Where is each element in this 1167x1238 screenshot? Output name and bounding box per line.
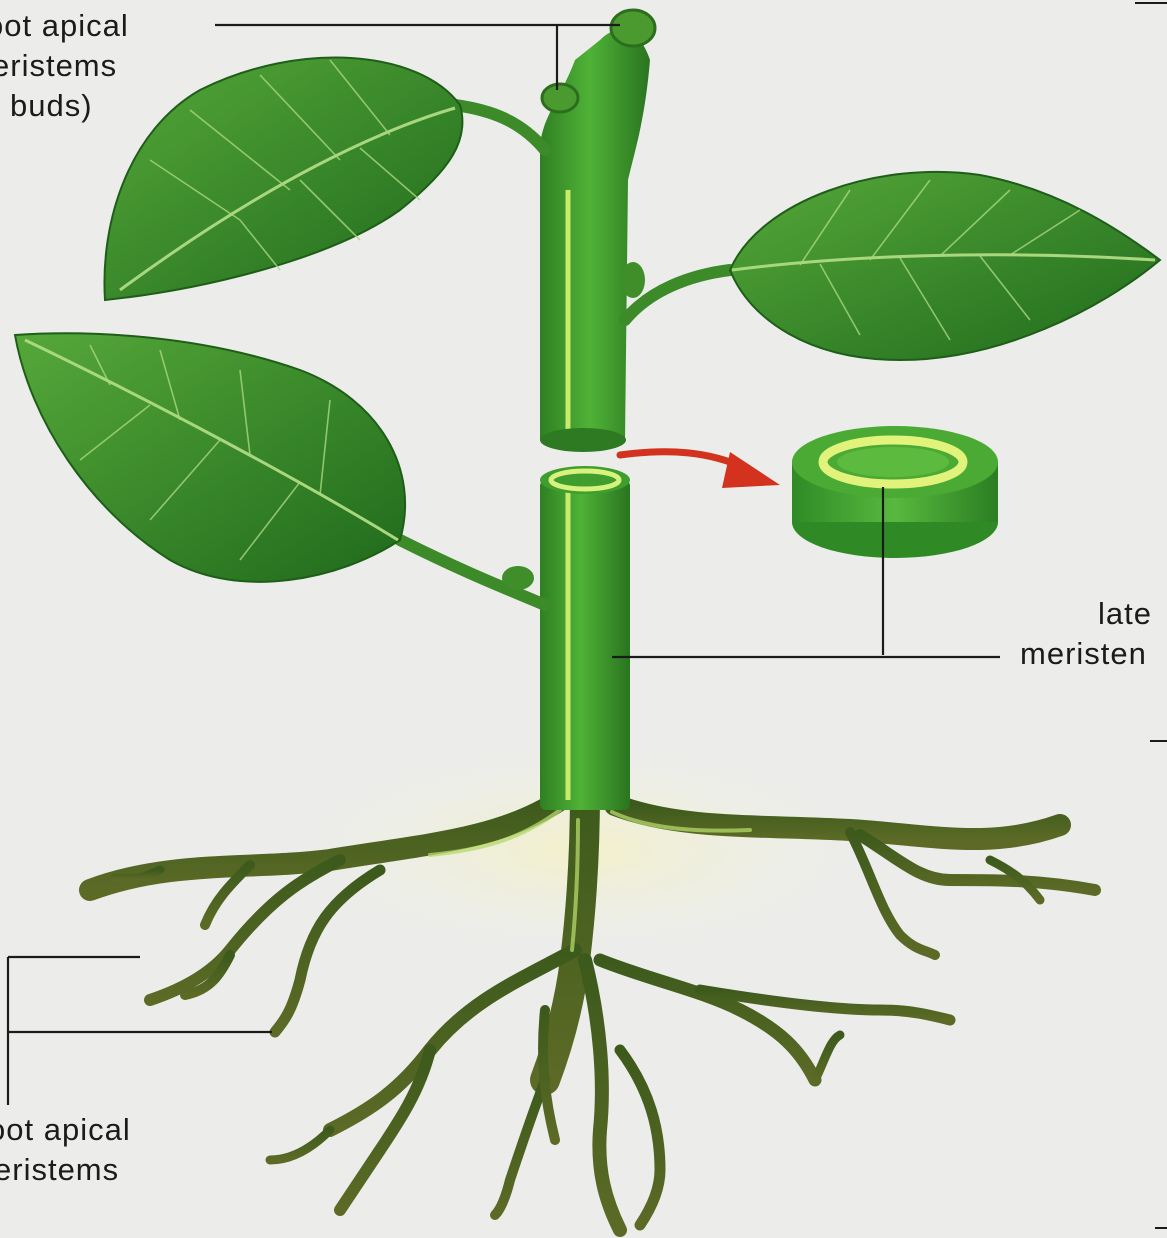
shoot-apical-meristems-label: oot apical eristems buds) — [0, 6, 129, 126]
arrow-shaft — [620, 452, 745, 468]
leader-root-apical — [8, 957, 272, 1105]
lower-stem-body — [540, 480, 630, 810]
disc-pith — [837, 447, 949, 477]
arrow-head — [722, 452, 780, 488]
root-down-right-3 — [815, 1035, 840, 1080]
root-apical-line-1: oot apical — [0, 1110, 131, 1150]
shoot-apical-bud-top — [611, 10, 655, 46]
leaf-upper-left — [104, 58, 462, 300]
shoot-apical-line-3: buds) — [0, 86, 129, 126]
shoot-apical-line-1: oot apical — [0, 6, 129, 46]
petiole-upper-left — [455, 105, 545, 150]
lower-stem — [540, 466, 630, 810]
root-apical-line-2: eristems — [0, 1150, 131, 1190]
axillary-bud-right — [621, 262, 645, 298]
shoot-apical-line-2: eristems — [0, 46, 129, 86]
root-system — [90, 790, 1095, 1230]
lateral-meristem-label: late meristen — [1020, 594, 1152, 674]
axillary-bud-lower — [502, 566, 534, 590]
root-down-left-3 — [495, 1080, 545, 1215]
upper-stem-cut-bottom — [540, 428, 626, 452]
root-down-right-4 — [620, 1050, 660, 1225]
leaf-lower-left — [15, 333, 405, 581]
root-down-mid — [585, 960, 620, 1230]
leaf-right — [730, 172, 1160, 360]
cut-section-arrow — [620, 452, 780, 488]
lateral-line-1: late — [1020, 594, 1152, 634]
root-down-left-2 — [340, 1050, 430, 1210]
stem-cross-section — [792, 426, 998, 558]
lateral-line-2: meristen — [1020, 634, 1152, 674]
root-apical-meristems-label: oot apical eristems — [0, 1110, 131, 1190]
shoot-apical-bud-side — [542, 84, 578, 112]
root-down-left-4 — [270, 1130, 330, 1160]
leaf-lower-left-blade — [15, 333, 405, 581]
